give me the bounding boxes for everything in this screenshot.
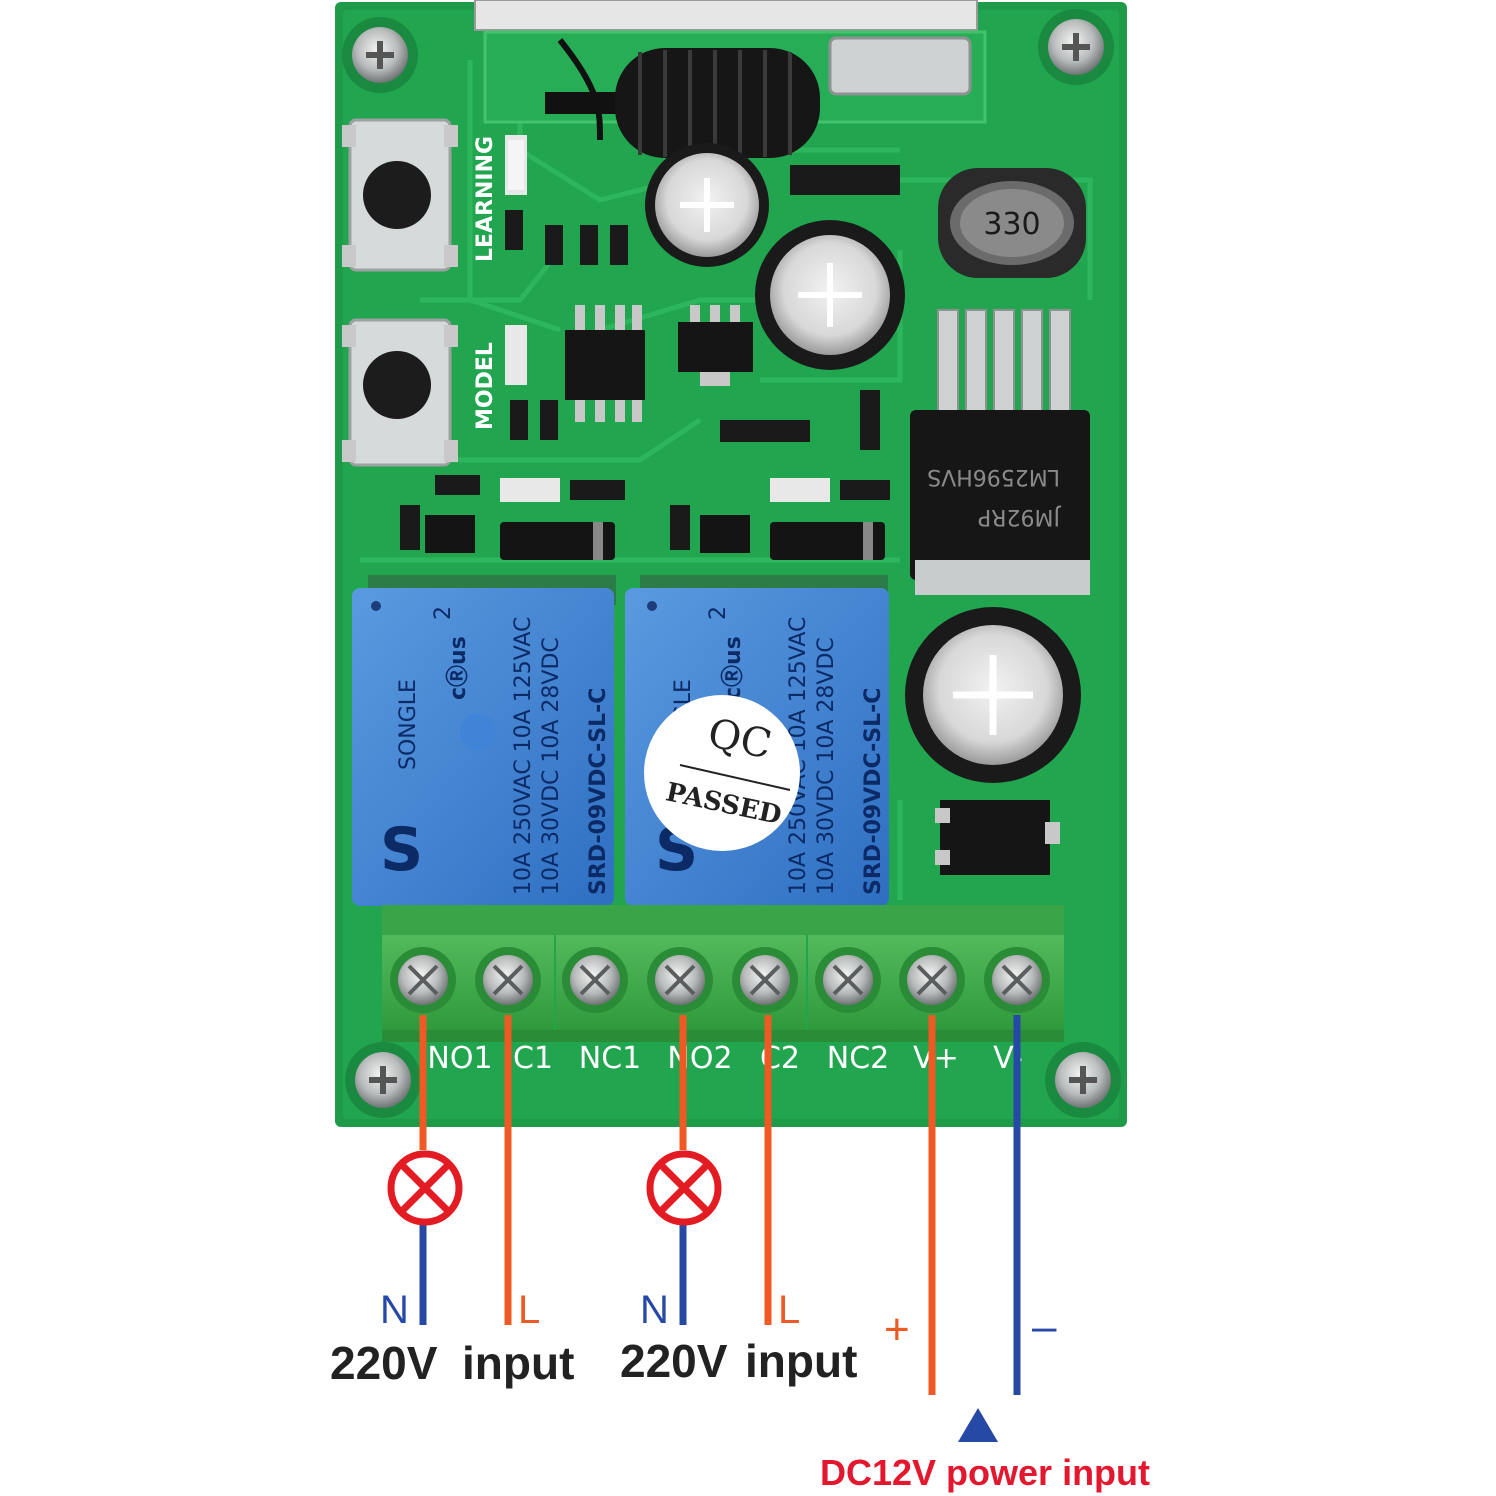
terminal-screw-icon[interactable]	[984, 947, 1050, 1013]
diode	[500, 522, 615, 560]
terminal-label: NO2	[667, 1041, 732, 1076]
qc-passed-sticker: QC PASSED	[644, 695, 800, 851]
relay-1: SRD-09VDC-SL-C 10A 250VAC 10A 125VAC 10A…	[352, 575, 616, 906]
ic-chip	[565, 305, 645, 422]
electrolytic-capacitor	[905, 607, 1081, 783]
relay-cert-mark: cⓇus	[445, 636, 471, 700]
circuit1-neutral-label: N	[380, 1288, 409, 1332]
terminal-label: NC1	[579, 1041, 641, 1076]
circuit2-input-caption: input	[745, 1335, 858, 1387]
relay-rating-2: 10A 30VDC 10A 28VDC	[539, 637, 564, 895]
inductor-marking: 330	[983, 207, 1040, 242]
antenna-coil	[557, 38, 820, 158]
regulator-sub-marking: JM92RP	[978, 504, 1062, 529]
electrolytic-capacitor	[755, 220, 905, 370]
terminal-label: V+	[913, 1041, 959, 1076]
lamp-symbol-icon	[646, 1150, 722, 1226]
inductor: 330	[938, 168, 1086, 278]
regulator-marking: LM2596HVS	[927, 464, 1060, 489]
terminal-screw-icon[interactable]	[475, 947, 541, 1013]
model-label: MODEL	[473, 342, 498, 430]
learning-button[interactable]	[342, 118, 458, 272]
relay-number: 2	[431, 606, 456, 620]
model-button[interactable]	[342, 318, 458, 467]
power-input-arrow-icon	[958, 1408, 998, 1442]
relay-model: SRD-09VDC-SL-C	[861, 688, 886, 895]
circuit2-neutral-label: N	[640, 1288, 669, 1332]
learning-label: LEARNING	[473, 136, 498, 262]
ic-chip	[678, 305, 753, 386]
mounting-screw-icon	[1045, 1042, 1121, 1118]
relay-cert-mark: cⓇus	[720, 636, 746, 700]
relay-2: SRD-09VDC-SL-C 10A 250VAC 10A 125VAC 10A…	[625, 575, 889, 906]
mounting-screw-icon	[345, 1042, 421, 1118]
transistor	[935, 800, 1060, 875]
circuit1-input-caption: input	[462, 1337, 575, 1389]
relay-rating-1: 10A 250VAC 10A 125VAC	[511, 617, 536, 895]
smd-components	[400, 135, 900, 550]
mounting-screw-icon	[342, 17, 418, 93]
voltage-regulator: LM2596HVS JM92RP	[910, 309, 1090, 595]
terminal-screw-icon[interactable]	[647, 947, 713, 1013]
circuit1-live-label: L	[518, 1288, 541, 1332]
relay-model: SRD-09VDC-SL-C	[586, 688, 611, 895]
terminal-screw-icon[interactable]	[899, 947, 965, 1013]
terminal-screw-icon[interactable]	[815, 947, 881, 1013]
power-input-caption: DC12V power input	[820, 1452, 1151, 1493]
electrolytic-capacitor	[645, 143, 769, 267]
power-plus-label: +	[884, 1305, 910, 1354]
terminal-screws	[390, 947, 1050, 1013]
terminal-label: NO1	[427, 1041, 492, 1076]
relay-number: 2	[706, 606, 731, 620]
terminal-screw-icon[interactable]	[732, 947, 798, 1013]
terminal-screw-icon[interactable]	[562, 947, 628, 1013]
circuit2-voltage-caption: 220V	[620, 1335, 728, 1387]
wiring	[419, 1015, 1021, 1395]
relay-logo-icon: S	[380, 815, 423, 885]
relay-rating-2: 10A 30VDC 10A 28VDC	[814, 637, 839, 895]
terminal-screw-icon[interactable]	[390, 947, 456, 1013]
terminal-label: NC2	[827, 1041, 889, 1076]
transistor	[425, 515, 750, 553]
diode	[770, 522, 885, 560]
mounting-screw-icon	[1038, 9, 1114, 85]
circuit2-live-label: L	[778, 1288, 801, 1332]
terminal-label: C1	[513, 1041, 553, 1076]
relay-brand: SONGLE	[396, 679, 421, 770]
lamp-symbol-icon	[387, 1150, 463, 1226]
power-minus-label: –	[1032, 1302, 1057, 1351]
circuit1-voltage-caption: 220V	[330, 1337, 438, 1389]
